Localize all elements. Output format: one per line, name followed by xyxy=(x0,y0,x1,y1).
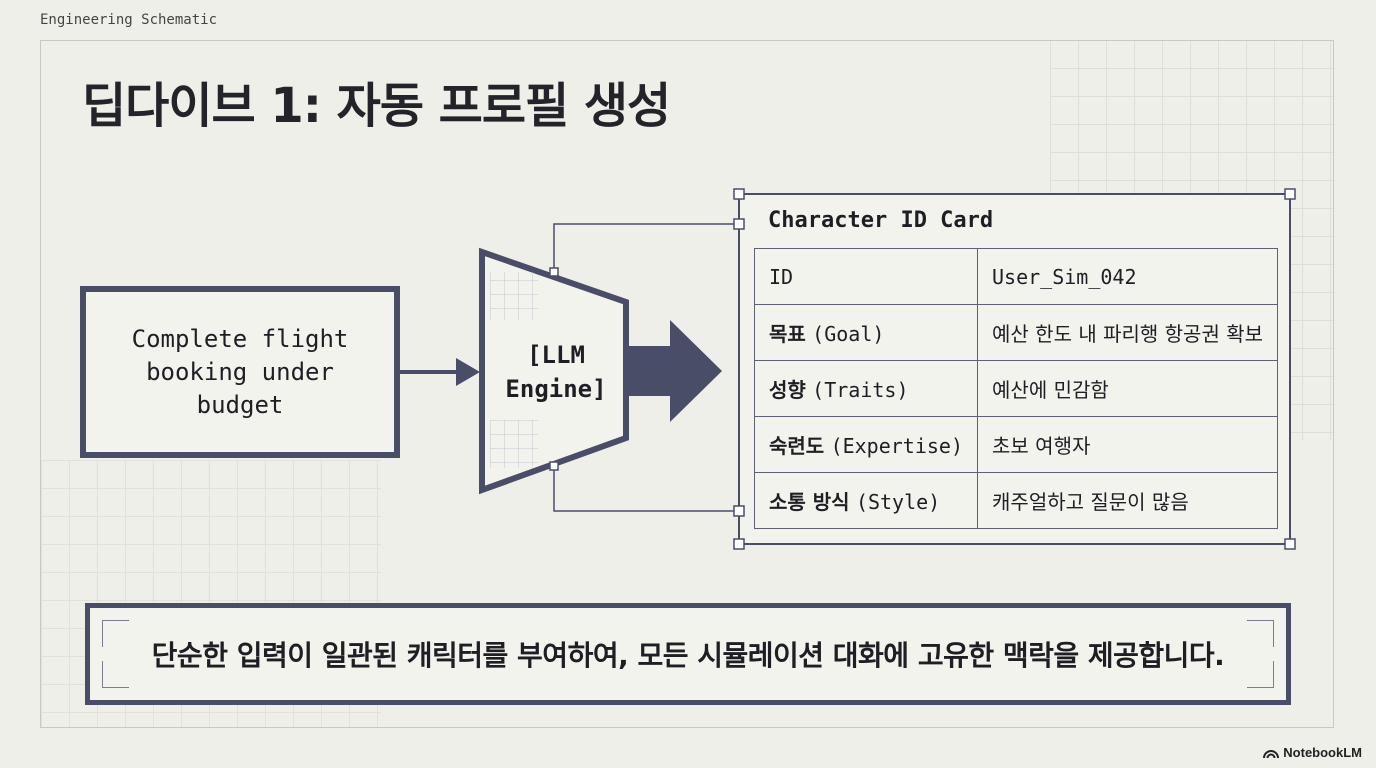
row-key-en: (Traits) xyxy=(812,378,909,402)
engine-label-line: Engine] xyxy=(505,375,607,403)
input-box: Complete flight booking under budget xyxy=(80,286,400,458)
row-key-ko: 숙련도 xyxy=(769,434,825,458)
connector-bottom xyxy=(553,466,738,512)
card-handle xyxy=(733,218,745,230)
row-key-ko: 소통 방식 xyxy=(769,490,850,514)
input-text: Complete flight booking under budget xyxy=(131,324,349,419)
corner-bracket xyxy=(1247,661,1274,688)
table-row: ID User_Sim_042 xyxy=(753,248,1279,305)
corner-bracket xyxy=(1247,620,1274,647)
card-handle xyxy=(733,538,745,550)
engine-label-line: [LLM xyxy=(527,341,585,369)
table-value-cell: 예산에 민감함 xyxy=(977,360,1279,417)
table-value-cell: 초보 여행자 xyxy=(977,416,1279,473)
engine-node xyxy=(549,267,559,277)
table-row: 성향 (Traits) 예산에 민감함 xyxy=(753,360,1279,417)
brand-logo: NotebookLM xyxy=(1263,745,1362,760)
output-arrow xyxy=(626,320,722,422)
table-value-cell: User_Sim_042 xyxy=(977,248,1279,305)
input-arrowhead xyxy=(456,358,480,386)
corner-bracket xyxy=(102,661,129,688)
row-key-ko: 목표 xyxy=(769,322,806,346)
table-key-cell: 목표 (Goal) xyxy=(753,304,979,361)
card-title: Character ID Card xyxy=(768,208,994,233)
character-id-table: ID User_Sim_042 목표 (Goal) 예산 한도 내 파리행 항공… xyxy=(753,248,1279,529)
table-value-cell: 캐주얼하고 질문이 많음 xyxy=(977,472,1279,529)
connector-top xyxy=(553,223,738,272)
engine-node xyxy=(549,461,559,471)
table-key-cell: 숙련도 (Expertise) xyxy=(753,416,979,473)
table-row: 목표 (Goal) 예산 한도 내 파리행 항공권 확보 xyxy=(753,304,1279,361)
table-key-cell: ID xyxy=(753,248,979,305)
engine-grid xyxy=(490,272,538,320)
eyebrow-label: Engineering Schematic xyxy=(40,12,218,28)
row-key-en: (Style) xyxy=(855,490,941,514)
row-key-en: (Goal) xyxy=(812,322,885,346)
table-value-cell: 예산 한도 내 파리행 항공권 확보 xyxy=(977,304,1279,361)
engine-grid xyxy=(490,420,538,468)
row-key-en: (Expertise) xyxy=(830,434,964,458)
card-handle xyxy=(733,505,745,517)
notebooklm-icon xyxy=(1263,749,1280,758)
row-key-ko: 성향 xyxy=(769,378,806,402)
slide-frame xyxy=(40,40,1334,728)
brand-name: NotebookLM xyxy=(1283,745,1362,760)
table-key-cell: 성향 (Traits) xyxy=(753,360,979,417)
llm-engine-label: [LLM Engine] xyxy=(486,338,626,406)
banner-text: 단순한 입력이 일관된 캐릭터를 부여하여, 모든 시뮬레이션 대화에 고유한 … xyxy=(151,639,1225,672)
table-key-cell: 소통 방식 (Style) xyxy=(753,472,979,529)
card-handle xyxy=(1284,188,1296,200)
summary-banner: 단순한 입력이 일관된 캐릭터를 부여하여, 모든 시뮬레이션 대화에 고유한 … xyxy=(85,603,1291,705)
table-row: 숙련도 (Expertise) 초보 여행자 xyxy=(753,416,1279,473)
corner-bracket xyxy=(102,620,129,647)
table-row: 소통 방식 (Style) 캐주얼하고 질문이 많음 xyxy=(753,472,1279,529)
row-key: ID xyxy=(769,264,794,289)
card-handle xyxy=(1284,538,1296,550)
card-handle xyxy=(733,188,745,200)
slide-title: 딥다이브 1: 자동 프로필 생성 xyxy=(82,78,671,134)
